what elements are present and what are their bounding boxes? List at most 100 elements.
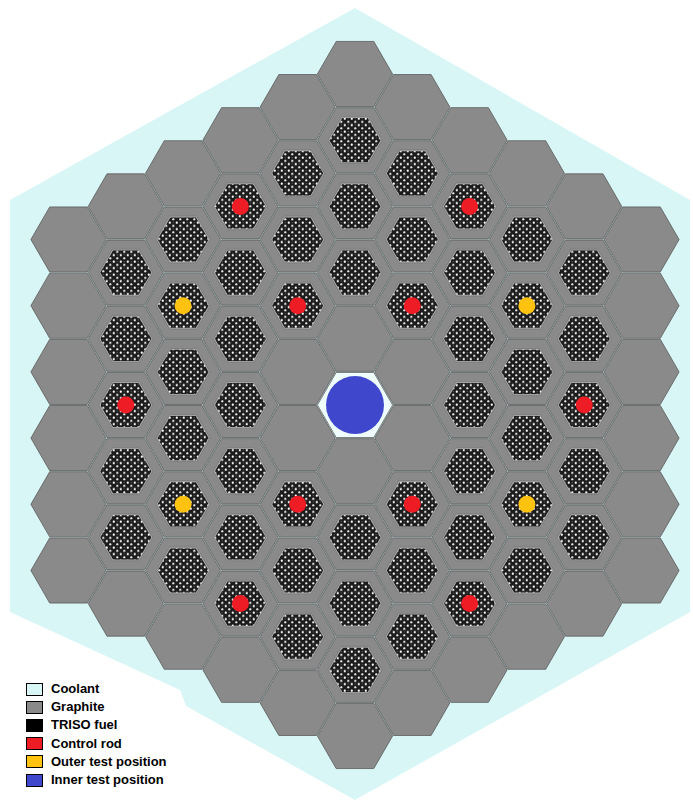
triso-fuel: [215, 383, 266, 427]
triso-fuel: [272, 217, 323, 261]
fuel-channel: [213, 382, 267, 429]
legend-swatch: [26, 774, 43, 787]
graphite-block: [31, 207, 106, 272]
control-rod: [289, 297, 306, 314]
legend-swatch: [26, 755, 43, 768]
fuel-channel: [213, 580, 267, 627]
fuel-channel: [443, 249, 497, 296]
triso-fuel: [444, 184, 495, 228]
fuel-channel: [500, 282, 554, 329]
fuel-channel: [557, 382, 611, 429]
triso-fuel: [559, 317, 610, 361]
outer-test-position: [175, 297, 192, 314]
fuel-channel: [557, 514, 611, 561]
triso-fuel: [387, 615, 438, 659]
triso-fuel: [158, 284, 209, 328]
fuel-channel: [443, 448, 497, 495]
triso-fuel: [330, 184, 381, 228]
legend-text: Coolant: [51, 681, 99, 697]
outer-test-position: [518, 297, 535, 314]
fuel-channel: [443, 315, 497, 362]
control-rod: [404, 297, 421, 314]
control-rod: [404, 496, 421, 513]
fuel-channel: [213, 448, 267, 495]
graphite-block: [31, 472, 106, 537]
triso-fuel: [215, 582, 266, 626]
fuel-channel: [156, 349, 210, 396]
graphite-block: [604, 207, 679, 272]
inner-test-position: [326, 376, 384, 434]
graphite-block: [31, 538, 106, 603]
graphite-block: [31, 406, 106, 471]
fuel-channel: [156, 481, 210, 528]
legend-text: Outer test position: [51, 754, 167, 770]
triso-fuel: [158, 548, 209, 592]
graphite-block: [604, 273, 679, 338]
triso-fuel: [100, 515, 151, 559]
control-rod: [576, 397, 593, 414]
triso-fuel: [100, 317, 151, 361]
triso-fuel: [559, 251, 610, 295]
fuel-channel: [500, 481, 554, 528]
triso-fuel: [330, 118, 381, 162]
legend-row: Coolant: [26, 680, 167, 698]
legend-text: Inner test position: [51, 772, 164, 788]
triso-fuel: [444, 515, 495, 559]
legend-text: Control rod: [51, 736, 122, 752]
fuel-channel: [328, 117, 382, 164]
fuel-channel: [328, 249, 382, 296]
triso-fuel: [559, 383, 610, 427]
fuel-channel: [213, 249, 267, 296]
triso-fuel: [387, 548, 438, 592]
fuel-channel: [443, 580, 497, 627]
outer-test-position: [518, 496, 535, 513]
legend-swatch: [26, 701, 43, 714]
legend-swatch: [26, 719, 43, 732]
triso-fuel: [158, 416, 209, 460]
triso-fuel: [272, 548, 323, 592]
fuel-channel: [156, 282, 210, 329]
control-rod: [461, 595, 478, 612]
fuel-channel: [500, 349, 554, 396]
triso-fuel: [501, 284, 552, 328]
fuel-channel: [271, 481, 325, 528]
triso-fuel: [501, 548, 552, 592]
fuel-channel: [328, 580, 382, 627]
fuel-channel: [99, 315, 153, 362]
legend-swatch: [26, 737, 43, 750]
triso-fuel: [215, 184, 266, 228]
fuel-channel: [328, 183, 382, 230]
legend-row: Outer test position: [26, 753, 167, 771]
fuel-channel: [99, 514, 153, 561]
fuel-channel: [271, 282, 325, 329]
triso-fuel: [215, 449, 266, 493]
fuel-channel: [213, 183, 267, 230]
graphite-block: [604, 339, 679, 404]
triso-fuel: [330, 251, 381, 295]
triso-fuel: [501, 217, 552, 261]
fuel-channel: [99, 249, 153, 296]
triso-fuel: [387, 217, 438, 261]
fuel-channel: [443, 382, 497, 429]
coolant-region: [10, 8, 690, 800]
legend: CoolantGraphiteTRISO fuelControl rodOute…: [26, 680, 167, 789]
fuel-channel: [557, 448, 611, 495]
graphite-block: [604, 538, 679, 603]
fuel-channel: [156, 415, 210, 462]
fuel-channel: [385, 216, 439, 263]
triso-fuel: [444, 449, 495, 493]
fuel-channel: [271, 613, 325, 660]
fuel-channel: [271, 150, 325, 197]
fuel-channel: [156, 216, 210, 263]
fuel-channel: [156, 547, 210, 594]
fuel-channel: [443, 514, 497, 561]
legend-row: TRISO fuel: [26, 716, 167, 734]
triso-fuel: [215, 251, 266, 295]
triso-fuel: [215, 317, 266, 361]
hex-grid: [31, 41, 679, 768]
graphite-block: [31, 273, 106, 338]
triso-fuel: [215, 515, 266, 559]
triso-fuel: [501, 350, 552, 394]
triso-fuel: [387, 482, 438, 526]
